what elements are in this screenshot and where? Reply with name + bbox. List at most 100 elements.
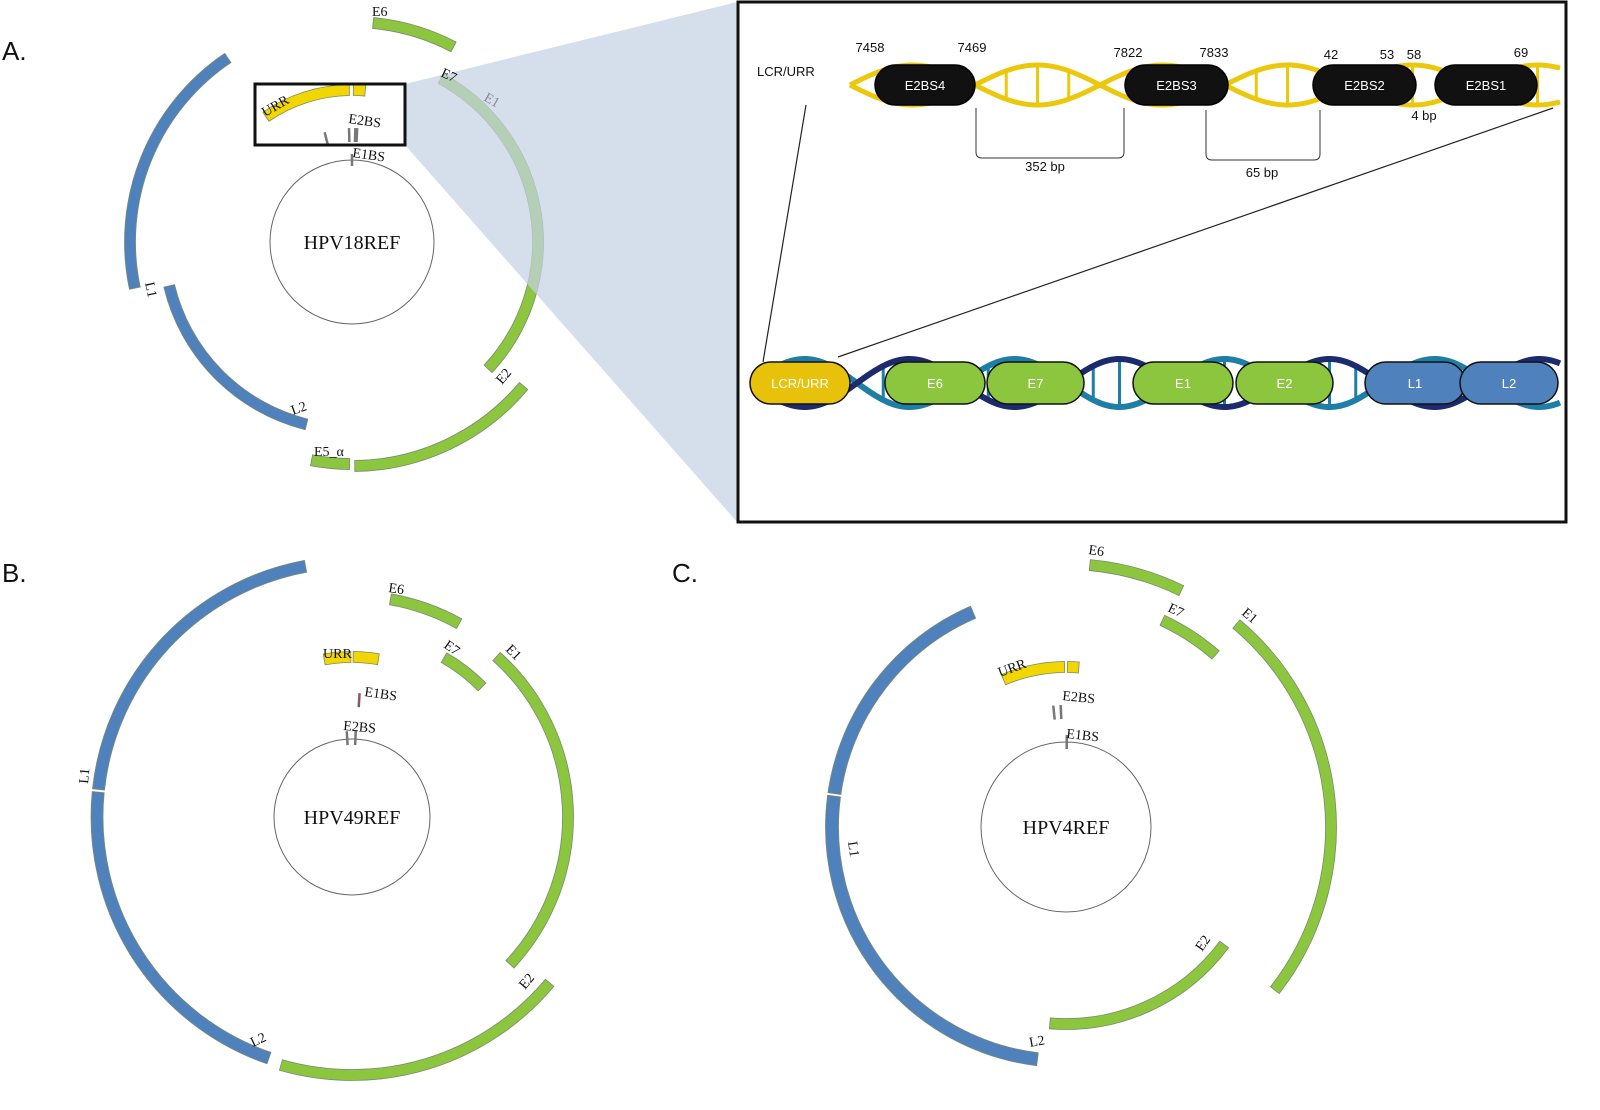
arc-e5-a: [310, 454, 351, 470]
binding-site-e2bs4-shape: [874, 64, 976, 106]
gene-pill-e2: E2: [1235, 361, 1334, 405]
label-l1-b: L1: [77, 768, 93, 785]
arc-e6-c: [1088, 559, 1185, 597]
e2bs-tick-c: [1059, 705, 1063, 720]
gene-pill-l2-label: L2: [1502, 376, 1516, 391]
inset-region-label: LCR/URR: [757, 64, 815, 79]
bracket-352: [975, 108, 1125, 159]
gene-pill-e6-label: E6: [927, 376, 943, 391]
label-e2-b: E2: [517, 971, 538, 993]
binding-site-e2bs1-shape: [1434, 64, 1538, 106]
label-e2bs-b: E2BS: [343, 719, 377, 737]
arc-e2-a: [354, 381, 529, 472]
site-start-e2bs1: 58: [1407, 47, 1421, 62]
binding-site-e2bs2-shape: [1312, 64, 1417, 106]
arc-e2-c: [1048, 940, 1230, 1030]
label-e5-a: E5_α: [314, 445, 345, 460]
site-start-e2bs3: 7822: [1114, 45, 1143, 60]
arc-urr-b: [322, 651, 352, 666]
bracket-65: [1205, 110, 1321, 161]
zoom-projection: [405, 2, 737, 522]
arc-e1-c: [1232, 619, 1337, 995]
urr-zoom-box: [253, 82, 407, 147]
genome-name-c: HPV4REF: [1023, 817, 1110, 839]
gene-pill-e1: E1: [1132, 361, 1234, 405]
site-tick-a: [323, 132, 330, 146]
spacing-65bp: 65 bp: [1246, 165, 1279, 180]
gene-pill-e6-shape: [884, 361, 986, 405]
label-l2-a: L2: [289, 399, 309, 418]
arc-l1-a: [124, 52, 232, 290]
panel-letter-c: C.: [672, 558, 698, 588]
label-e1bs-c: E1BS: [1066, 727, 1100, 745]
gene-pill-e6: E6: [884, 361, 986, 405]
gene-pill-e1-shape: [1132, 361, 1234, 405]
label-e7-a: E7: [438, 66, 458, 86]
arc-urr-a: [262, 84, 350, 122]
gene-pill-e2-label: E2: [1277, 376, 1293, 391]
label-e1bs-b: E1BS: [363, 685, 397, 704]
arc-urr-b-a: [352, 84, 367, 97]
arc-e6-b: [388, 593, 463, 630]
gene-pill-l2-shape: [1459, 361, 1559, 405]
label-e6-a: E6: [372, 5, 388, 20]
gene-pill-e7-shape: [986, 361, 1085, 405]
gene-pill-lcr-urr-label: LCR/URR: [771, 376, 829, 391]
site-end-e2bs2: 53: [1380, 47, 1394, 62]
label-urr-b: URR: [323, 647, 352, 662]
label-l1-c: L1: [844, 840, 861, 857]
binding-site-e2bs1: E2BS1: [1434, 64, 1538, 106]
e2bs-tick-b: [345, 731, 349, 746]
label-l1-a: L1: [141, 281, 159, 299]
label-e6-b: E6: [387, 581, 404, 598]
label-e2bs-c: E2BS: [1062, 689, 1096, 707]
label-l2-c: L2: [1028, 1033, 1046, 1050]
binding-site-e2bs4: E2BS4: [874, 64, 976, 106]
arc-l2-a: [163, 284, 309, 431]
label-e6-c: E6: [1087, 543, 1104, 560]
label-e2-c: E2: [1193, 933, 1214, 954]
site-end-e2bs1: 69: [1514, 45, 1528, 60]
gene-pill-lcr-urr-shape: [749, 361, 851, 405]
arc-l1-c: [827, 605, 977, 796]
panel-letter-b: B.: [2, 558, 27, 588]
binding-site-e2bs2-label: E2BS2: [1344, 78, 1384, 93]
label-e1bs-a: E1BS: [351, 146, 385, 165]
arc-e1-b: [492, 651, 574, 969]
gene-pill-l2: L2: [1459, 361, 1559, 405]
e2bs-tick-b: [353, 731, 358, 746]
gene-pill-e7-label: E7: [1028, 376, 1044, 391]
arc-e6-a: [372, 17, 457, 53]
genome-circle-b: [273, 738, 431, 896]
e2bs-tick-c: [1052, 705, 1056, 720]
gene-pill-e2-shape: [1235, 361, 1334, 405]
arc-l1-b: [92, 559, 308, 791]
gene-pill-e7: E7: [986, 361, 1085, 405]
arc-l2-b: [90, 791, 272, 1065]
site-end-e2bs3: 7833: [1200, 45, 1229, 60]
arc-urr2-c: [1066, 661, 1080, 674]
label-l2-b: L2: [248, 1030, 268, 1050]
genome-arcs: [90, 17, 1337, 1081]
gene-pill-l1: L1: [1364, 361, 1466, 405]
gene-pill-e1-label: E1: [1175, 376, 1191, 391]
gene-pill-l1-label: L1: [1408, 376, 1422, 391]
gene-pills: LCR/URR E6 E7 E1 E2 L1 L2: [749, 361, 1559, 405]
arc-l2-c: [825, 794, 1039, 1067]
genome-name-b: HPV49REF: [304, 807, 401, 829]
label-e7-c: E7: [1165, 601, 1185, 621]
label-e1-a: E1: [481, 90, 502, 111]
label-e7-b: E7: [441, 638, 462, 659]
spacing-352bp: 352 bp: [1025, 159, 1065, 174]
arc-e7-b: [440, 652, 487, 692]
arc-e7-c: [1159, 614, 1220, 660]
binding-site-e2bs1-label: E2BS1: [1466, 78, 1506, 93]
site-start-e2bs4: 7458: [856, 40, 885, 55]
binding-site-e2bs3: E2BS3: [1124, 64, 1229, 106]
site-start-e2bs2: 42: [1324, 47, 1338, 62]
arc-urr-c: [1000, 661, 1066, 686]
zoom-line-left: [762, 104, 807, 363]
spacing-4bp: 4 bp: [1411, 108, 1436, 123]
label-e2bs-a: E2BS: [347, 112, 381, 131]
